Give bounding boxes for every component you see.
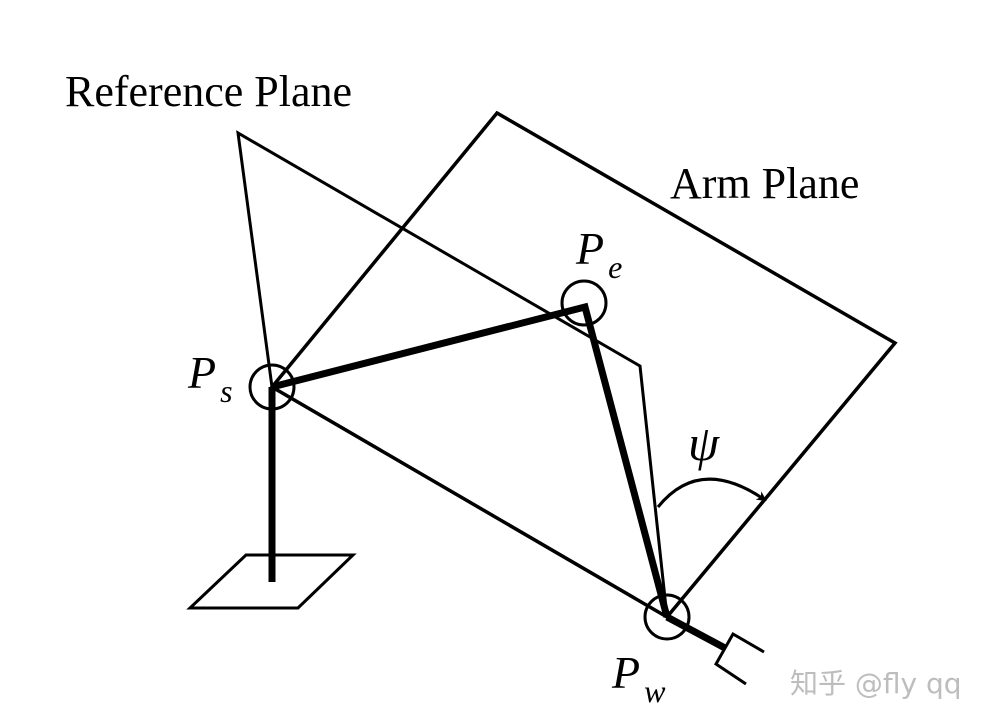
watermark: 知乎 @fly qq — [790, 667, 962, 700]
wrist-label-sub: w — [644, 673, 666, 709]
angle-arrow — [656, 477, 767, 508]
base-plate — [186, 553, 357, 610]
shoulder-label-main: P — [188, 347, 217, 398]
gripper — [714, 631, 765, 686]
shoulder-label-sub: s — [220, 373, 233, 409]
reference-plane-label: Reference Plane — [65, 67, 353, 116]
psi-angle-label: ψ — [688, 415, 720, 471]
wrist-label-main: P — [612, 647, 641, 698]
elbow-label-sub: e — [608, 249, 623, 285]
wrist-joint — [643, 593, 691, 641]
upper-arm-and-forearm — [271, 302, 671, 618]
hand-link — [665, 613, 727, 652]
elbow-joint — [560, 279, 608, 327]
arm-plane-label: Arm Plane — [670, 159, 860, 208]
elbow-label-main: P — [576, 223, 605, 274]
shoulder-joint — [248, 363, 296, 411]
arm-plane — [269, 110, 898, 620]
